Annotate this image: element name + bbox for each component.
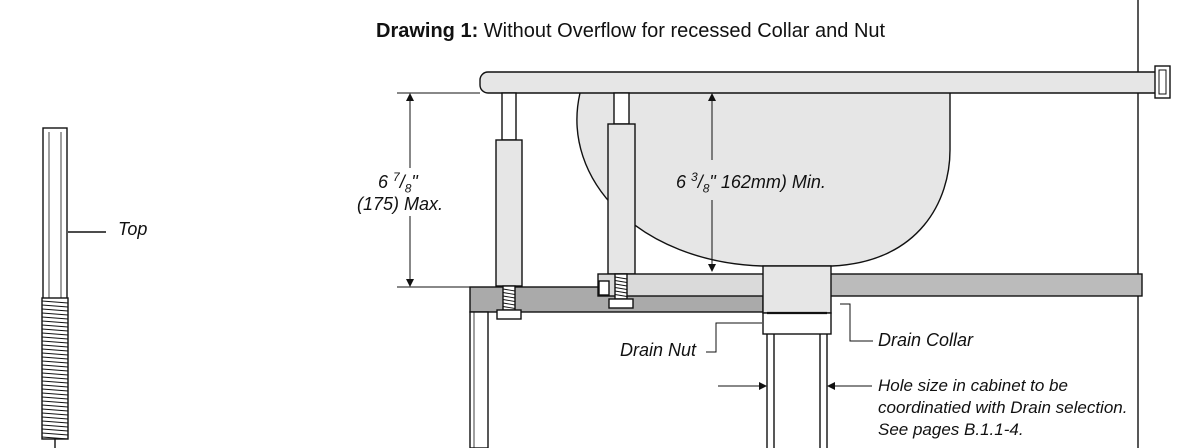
- thread-line: [41, 332, 69, 336]
- thread-line: [614, 280, 628, 283]
- thread-line: [41, 380, 69, 384]
- thread-line: [41, 336, 69, 340]
- thread-line: [41, 324, 69, 328]
- thread-line: [502, 288, 516, 292]
- thread-line: [502, 295, 516, 299]
- arrowhead: [759, 382, 767, 390]
- thread-line: [502, 306, 516, 309]
- max-dimension-metric: (175) Max.: [357, 194, 444, 214]
- bolt-left: [496, 285, 522, 320]
- thread-line: [41, 408, 69, 412]
- thread-line: [41, 348, 69, 352]
- min-dimension-label: 6 3/8" 162mm) Min.: [676, 170, 826, 196]
- drain-collar: [762, 265, 832, 314]
- thread-line: [41, 416, 69, 420]
- thread-line: [614, 294, 628, 297]
- thread-line: [41, 328, 69, 332]
- thread-line: [502, 292, 516, 295]
- top-label: Top: [118, 219, 148, 239]
- max-numerator: 7: [393, 170, 400, 184]
- min-denominator: 8: [702, 181, 710, 196]
- thread-line: [502, 299, 516, 302]
- max-unit: ": [411, 172, 418, 192]
- cabinet-side: [469, 311, 489, 448]
- thread-line: [41, 308, 69, 312]
- thread-line: [614, 283, 628, 287]
- thread-line: [41, 388, 69, 392]
- thread-line: [41, 396, 69, 400]
- min-whole: 6: [676, 172, 687, 192]
- thread-line: [41, 356, 69, 360]
- arrowhead: [708, 93, 716, 101]
- thread-line: [614, 290, 628, 294]
- thread-line: [41, 384, 69, 388]
- support-post-middle: [607, 92, 636, 275]
- cabinet-top-right: [829, 273, 1143, 297]
- thread-line: [41, 312, 69, 316]
- countertop: [479, 71, 1166, 94]
- max-whole: 6: [378, 172, 389, 192]
- sink-bowl: [576, 92, 951, 267]
- drain-collar-label: Drain Collar: [878, 330, 974, 350]
- hole-size-note-line3: See pages B.1.1-4.: [878, 420, 1024, 439]
- thread-line: [41, 376, 69, 380]
- thread-line: [41, 372, 69, 376]
- thread-line: [41, 352, 69, 356]
- drain-nut: [762, 312, 832, 335]
- thread-line: [41, 316, 69, 320]
- drawing-title: Drawing 1: Without Overflow for recessed…: [376, 20, 885, 43]
- drain-nut-leader: [706, 322, 762, 353]
- max-dimension-fraction: 6 7/8": [378, 170, 418, 196]
- max-denominator: 8: [404, 181, 412, 196]
- thread-line: [41, 400, 69, 404]
- drain-pipe: [766, 334, 828, 448]
- thread-line: [41, 392, 69, 396]
- thread-line: [41, 432, 69, 436]
- thread-line: [614, 276, 628, 280]
- min-rest: " 162mm) Min.: [709, 172, 826, 192]
- thread-line: [41, 404, 69, 408]
- thread-line: [41, 428, 69, 432]
- threaded-rod: [41, 127, 69, 448]
- drawing-title-text: Without Overflow for recessed Collar and…: [478, 20, 886, 42]
- thread-line: [41, 300, 69, 304]
- dimension-max: [397, 92, 480, 288]
- thread-line: [41, 436, 69, 440]
- thread-line: [41, 360, 69, 364]
- drain-collar-leader: [840, 303, 873, 342]
- thread-line: [41, 420, 69, 424]
- thread-line: [41, 424, 69, 428]
- arrowhead: [708, 264, 716, 272]
- thread-line: [41, 320, 69, 324]
- thread-line: [41, 364, 69, 368]
- hole-size-note-line2: coordinatied with Drain selection.: [878, 398, 1128, 417]
- min-numerator: 3: [691, 170, 698, 184]
- bolt-middle: [598, 273, 634, 309]
- arrowhead: [406, 93, 414, 101]
- drain-nut-label: Drain Nut: [620, 340, 697, 360]
- thread-line: [41, 412, 69, 416]
- support-post-left: [495, 92, 523, 287]
- arrowhead: [406, 279, 414, 287]
- arrowhead: [827, 382, 835, 390]
- thread-line: [41, 340, 69, 344]
- thread-line: [41, 368, 69, 372]
- drawing-title-bold: Drawing 1:: [376, 20, 479, 42]
- thread-line: [614, 287, 628, 290]
- thread-line: [41, 344, 69, 348]
- hole-size-note-line1: Hole size in cabinet to be: [878, 376, 1068, 395]
- thread-line: [502, 302, 516, 306]
- thread-line: [41, 304, 69, 308]
